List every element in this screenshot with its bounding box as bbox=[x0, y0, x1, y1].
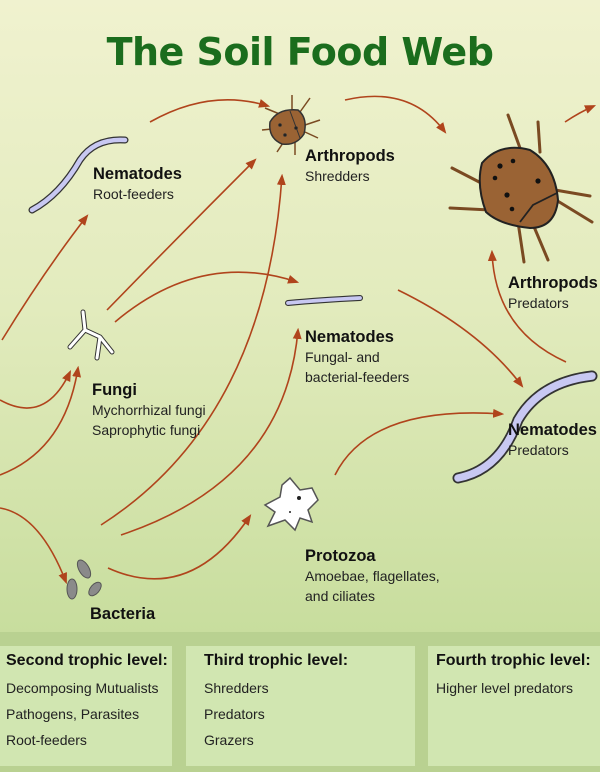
arrow bbox=[334, 408, 505, 476]
label-predator-nematodes: Nematodes Predators bbox=[508, 420, 597, 460]
nematode-root-feeder-icon bbox=[28, 136, 129, 214]
organism-desc: Saprophytic fungi bbox=[92, 422, 201, 438]
trophic-level-item: Root-feeders bbox=[6, 732, 87, 748]
organism-desc: and ciliates bbox=[305, 588, 376, 604]
organism-desc: Fungal- and bbox=[305, 349, 380, 365]
arrow bbox=[0, 365, 82, 476]
label-bacteria: Bacteria bbox=[90, 604, 155, 624]
protozoa-icon bbox=[263, 476, 319, 532]
trophic-level-item: Predators bbox=[204, 706, 265, 722]
trophic-level-item: Shredders bbox=[204, 680, 269, 696]
label-predator-arthropods: Arthropods Predators bbox=[508, 273, 598, 313]
organism-desc: Predators bbox=[508, 442, 569, 458]
bacteria-icon bbox=[66, 559, 102, 600]
label-shredder-arthropods: Arthropods Shredders bbox=[305, 146, 395, 186]
page-title: The Soil Food Web bbox=[106, 30, 494, 74]
organism-name: Nematodes bbox=[93, 165, 182, 183]
arrow bbox=[397, 289, 524, 388]
arrow bbox=[0, 507, 67, 585]
arrow bbox=[106, 158, 257, 311]
trophic-level-title: Third trophic level: bbox=[204, 652, 349, 669]
label-fungi: Fungi Mychorrhizal fungi Saprophytic fun… bbox=[92, 380, 206, 440]
trophic-level-title: Second trophic level: bbox=[6, 652, 168, 669]
arrow bbox=[149, 98, 271, 123]
trophic-level-item: Pathogens, Parasites bbox=[6, 706, 140, 722]
label-root-nematodes: Nematodes Root-feeders bbox=[93, 164, 182, 204]
nematode-feeder-icon bbox=[285, 295, 363, 306]
trophic-level-3-panel: Third trophic level: Shredders Predators… bbox=[186, 646, 415, 766]
label-feeder-nematodes: Nematodes Fungal- and bacterial-feeders bbox=[305, 327, 409, 387]
arrow bbox=[564, 105, 597, 123]
arrow bbox=[114, 271, 300, 323]
organism-desc: Mychorrhizal fungi bbox=[92, 402, 206, 418]
arrow bbox=[344, 95, 447, 134]
organism-name: Nematodes bbox=[508, 421, 597, 439]
organism-name: Arthropods bbox=[305, 147, 395, 165]
arrow bbox=[107, 514, 252, 580]
label-protozoa: Protozoa Amoebae, flagellates, and cilia… bbox=[305, 546, 440, 606]
arrow bbox=[100, 173, 286, 526]
organism-desc: bacterial-feeders bbox=[305, 369, 410, 385]
organism-desc: Amoebae, flagellates, bbox=[305, 568, 440, 584]
trophic-level-item: Higher level predators bbox=[436, 680, 573, 696]
organism-name: Arthropods bbox=[508, 274, 598, 292]
fungi-icon bbox=[67, 309, 115, 361]
arthropod-shredder-icon bbox=[261, 95, 321, 155]
organism-desc: Root-feeders bbox=[93, 186, 174, 202]
arrow bbox=[0, 369, 71, 409]
arthropod-predator-icon bbox=[448, 113, 594, 264]
trophic-level-item: Decomposing Mutualists bbox=[6, 680, 159, 696]
arrow bbox=[487, 249, 567, 363]
arrow bbox=[1, 214, 89, 341]
organism-name: Fungi bbox=[92, 381, 137, 399]
trophic-level-4-panel: Fourth trophic level: Higher level preda… bbox=[428, 646, 600, 766]
trophic-level-2-panel: Second trophic level: Decomposing Mutual… bbox=[0, 646, 172, 766]
nematode-predator-icon bbox=[452, 370, 598, 484]
trophic-level-title: Fourth trophic level: bbox=[436, 652, 591, 669]
organism-desc: Predators bbox=[508, 295, 569, 311]
organism-desc: Shredders bbox=[305, 168, 370, 184]
arrows bbox=[0, 95, 597, 585]
organism-name: Protozoa bbox=[305, 547, 376, 565]
organism-name: Nematodes bbox=[305, 328, 394, 346]
organism-name: Bacteria bbox=[90, 605, 156, 623]
arrow bbox=[120, 327, 302, 536]
trophic-level-item: Grazers bbox=[204, 732, 254, 748]
